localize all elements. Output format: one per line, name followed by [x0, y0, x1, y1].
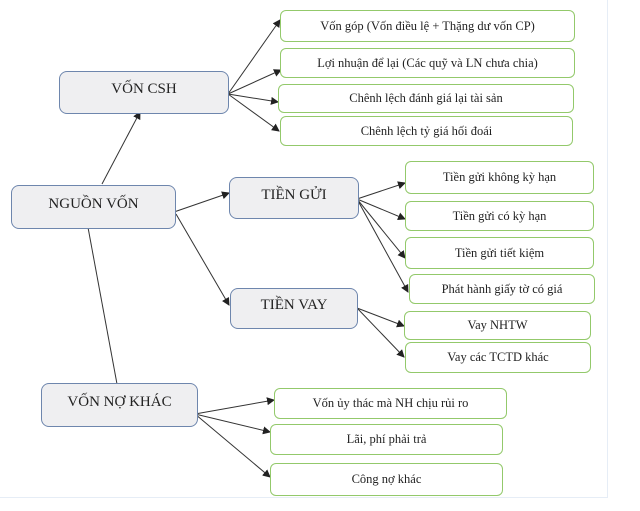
leaf-label: Vốn ủy thác mà NH chịu rủi ro [312, 396, 469, 410]
arrow-nk-1 [194, 397, 275, 415]
arrow-csh-3 [227, 93, 279, 105]
arrow-nk-2 [194, 413, 271, 435]
leaf-label: Vốn góp (Vốn điều lệ + Thặng dư vốn CP) [320, 18, 535, 33]
leaf-label: Tiền gửi có kỳ hạn [452, 208, 547, 223]
node-von-no-khac: VỐN NỢ KHÁC [41, 383, 198, 427]
arrow-tv-1 [356, 307, 405, 328]
arrow-csh-4 [227, 93, 280, 132]
node-tien-gui: TIỀN GỬI [229, 177, 359, 219]
leaf-vay-nhtw: Vay NHTW [404, 311, 591, 340]
arrow-root-to-von-csh [101, 111, 141, 185]
node-label: TIỀN VAY [260, 297, 328, 313]
leaf-von-uy-thac: Vốn ủy thác mà NH chịu rủi ro [274, 388, 507, 419]
leaf-tien-gui-tiet-kiem: Tiền gửi tiết kiệm [405, 237, 594, 269]
arrow-root-to-tien-gui [173, 191, 230, 213]
leaf-label: Chênh lệch đánh giá lại tài sản [349, 91, 503, 105]
arrow-tg-2 [356, 198, 406, 220]
node-von-csh: VỐN CSH [59, 71, 229, 114]
leaf-tien-gui-khong-ky-han: Tiền gửi không kỳ hạn [405, 161, 594, 194]
leaf-cong-no-khac: Công nợ khác [270, 463, 503, 496]
arrow-tg-3 [356, 198, 406, 259]
arrow-csh-1 [227, 19, 281, 95]
leaf-phat-hanh-giay-to: Phát hành giấy tờ có giá [409, 274, 595, 304]
leaf-chenh-lech-danh-gia: Chênh lệch đánh giá lại tài sản [278, 84, 574, 113]
arrow-tg-1 [356, 181, 406, 200]
leaf-label: Công nợ khác [351, 472, 422, 486]
node-label: VỐN CSH [111, 81, 177, 97]
node-nguon-von: NGUỒN VỐN [11, 185, 176, 229]
leaf-loi-nhuan-de-lai: Lợi nhuận để lại (Các quỹ và LN chưa chi… [280, 48, 575, 78]
leaf-von-gop: Vốn góp (Vốn điều lệ + Thặng dư vốn CP) [280, 10, 575, 42]
leaf-lai-phi-phai-tra: Lãi, phí phải trả [270, 424, 503, 455]
arrow-csh-2 [227, 69, 282, 95]
leaf-label: Phát hành giấy tờ có giá [441, 281, 563, 296]
leaf-label: Tiền gửi không kỳ hạn [442, 170, 557, 184]
leaf-label: Lãi, phí phải trả [346, 432, 427, 446]
arrow-tv-2 [356, 307, 405, 358]
leaf-label: Vay các TCTD khác [447, 350, 549, 364]
leaf-tien-gui-co-ky-han: Tiền gửi có kỳ hạn [405, 201, 594, 231]
node-label: NGUỒN VỐN [48, 195, 139, 212]
node-tien-vay: TIỀN VAY [230, 288, 358, 329]
leaf-label: Tiền gửi tiết kiệm [454, 245, 545, 260]
diagram-frame [0, 0, 608, 498]
arrow-nk-3 [194, 413, 271, 478]
leaf-vay-cac-tctd: Vay các TCTD khác [405, 342, 591, 373]
leaf-label: Lợi nhuận để lại (Các quỹ và LN chưa chi… [317, 55, 538, 70]
node-label: VỐN NỢ KHÁC [67, 393, 172, 410]
node-label: TIỀN GỬI [261, 186, 327, 203]
leaf-chenh-lech-ty-gia: Chênh lệch tỷ giá hối đoái [280, 116, 573, 146]
leaf-label: Chênh lệch tỷ giá hối đoái [360, 123, 493, 138]
link-root-to-von-no-khac [86, 221, 118, 385]
arrow-root-to-tien-vay [175, 213, 230, 306]
leaf-label: Vay NHTW [467, 318, 528, 332]
arrow-tg-4 [356, 198, 409, 293]
